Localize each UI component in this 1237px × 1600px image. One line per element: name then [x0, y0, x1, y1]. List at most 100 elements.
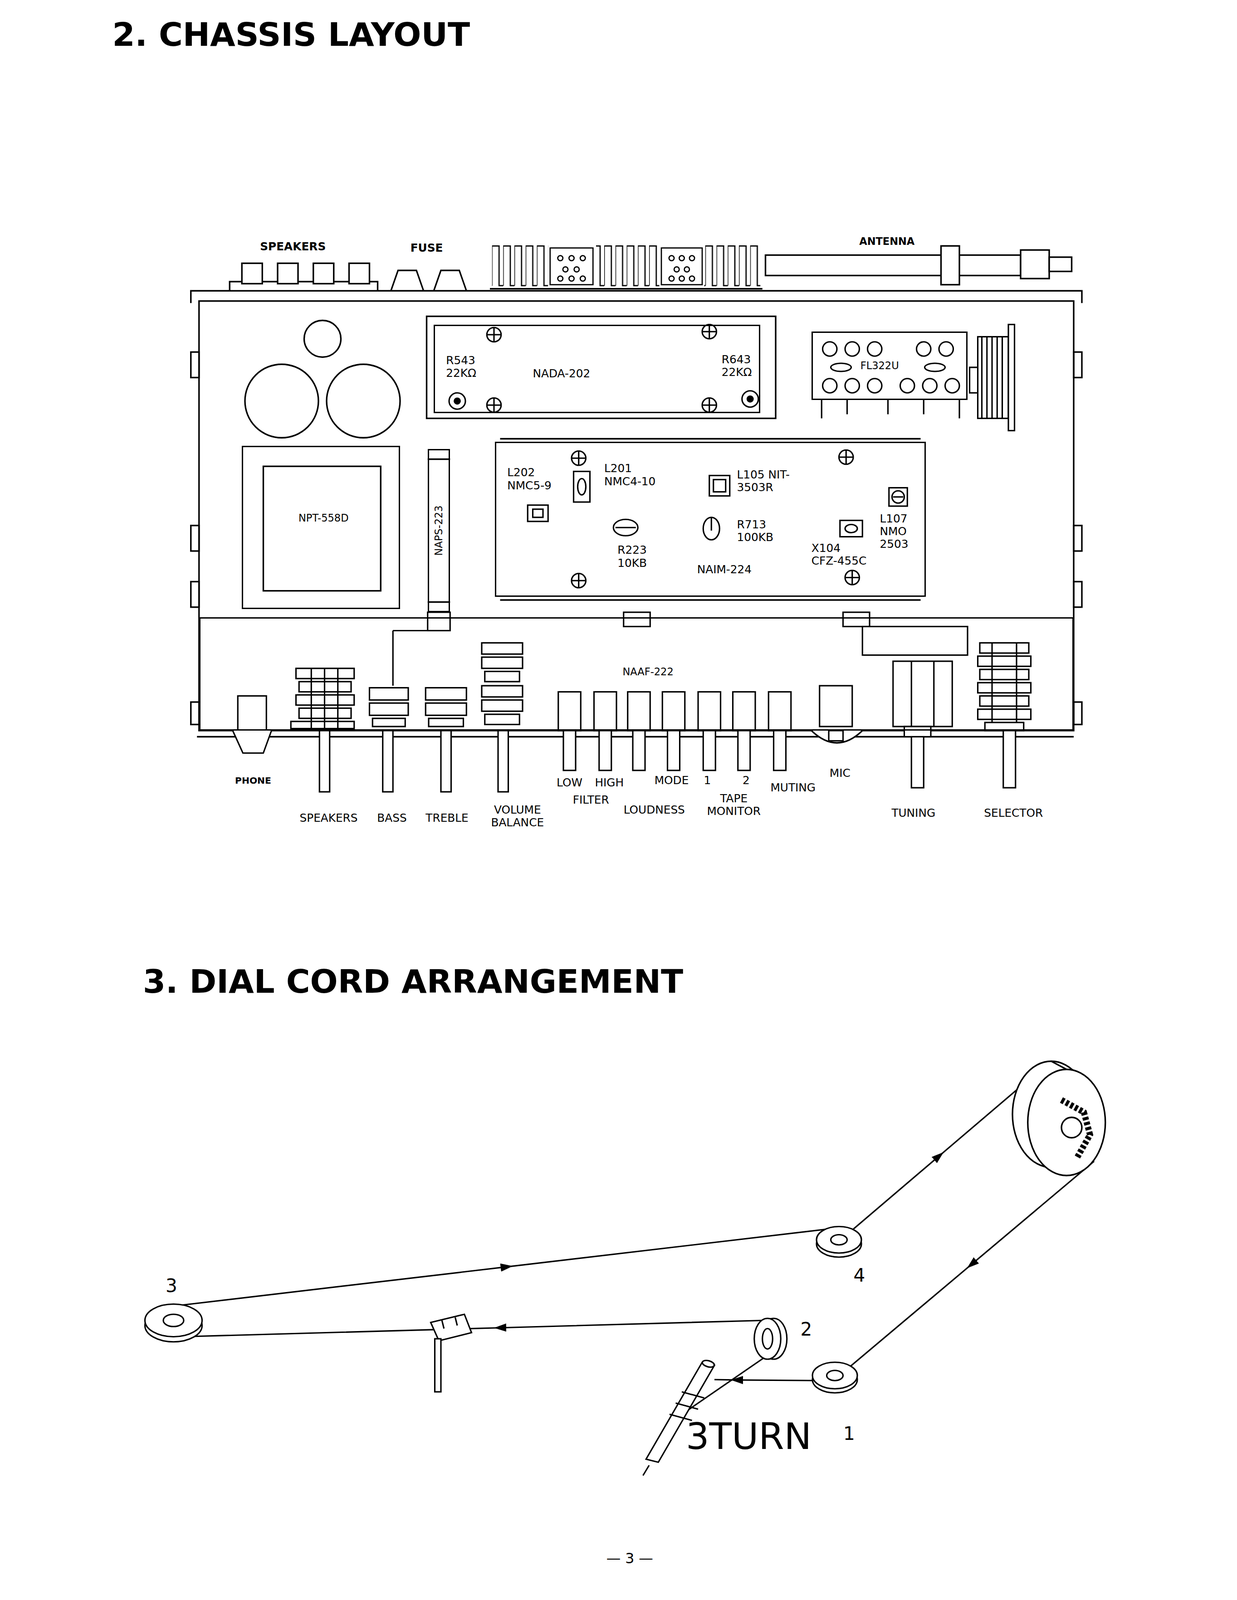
control-knob	[425, 688, 467, 701]
heat-sink	[596, 244, 660, 287]
component	[613, 519, 638, 536]
chassis-outline	[190, 525, 200, 552]
tuning-shaft	[893, 661, 953, 727]
board-frame	[426, 316, 777, 419]
control-knob	[481, 685, 523, 698]
selector-switch	[977, 709, 1032, 720]
dial-drum-pulley	[977, 337, 1009, 419]
heat-sink	[661, 248, 703, 285]
fuse-holder	[391, 270, 424, 291]
dial-drum	[1061, 1117, 1082, 1139]
ceramic-filter	[867, 378, 883, 394]
speaker-terminals	[313, 263, 334, 284]
screw	[845, 570, 860, 586]
selector-switch	[979, 643, 1029, 654]
dial-drum-pulley	[982, 337, 1003, 419]
capacitor	[304, 320, 342, 358]
board-label: R643 22KΩ	[721, 353, 754, 380]
heat-sink	[550, 248, 594, 285]
push-button	[662, 692, 685, 732]
chassis-outline	[190, 702, 200, 725]
push-button	[627, 692, 651, 732]
selector-switch	[977, 656, 1032, 667]
screw	[486, 398, 502, 413]
capacitor	[244, 320, 401, 439]
dial-cord	[181, 1080, 1095, 1424]
control-knob	[290, 721, 355, 729]
tuning-shaft	[911, 661, 934, 727]
control-knob	[425, 703, 467, 716]
dial-drum-pulley	[1008, 324, 1015, 431]
title-text: 2. CHASSIS LAYOUT	[112, 15, 471, 54]
board-label: NAAF-222	[622, 666, 674, 679]
connector	[427, 612, 451, 631]
part-label: MUTING	[770, 781, 816, 795]
ceramic-filter	[845, 378, 860, 394]
part-label: PHONE	[234, 775, 272, 787]
component	[710, 517, 713, 531]
chassis-outline	[199, 301, 1074, 731]
board-label: NAIM-224	[697, 563, 752, 577]
selector-switch	[979, 669, 1029, 680]
tuning-shaft	[643, 1465, 650, 1477]
dial-pulley	[762, 1329, 773, 1350]
ceramic-filter	[916, 342, 932, 357]
push-button	[768, 692, 792, 732]
callout-number: 4	[853, 1265, 866, 1287]
heat-sink	[568, 255, 574, 261]
component	[845, 524, 858, 533]
push-button	[563, 730, 576, 771]
antenna-terminal	[765, 255, 1022, 276]
part-label: TUNING	[891, 806, 936, 820]
part-label: LOW	[556, 776, 583, 790]
control-knob	[440, 730, 452, 793]
control-knob	[319, 730, 330, 793]
screw	[571, 451, 587, 466]
heat-sink	[492, 244, 549, 287]
heat-sink	[580, 276, 586, 282]
part-label: BASS	[376, 811, 407, 825]
connector	[392, 612, 968, 686]
dial-cord	[849, 1161, 1095, 1369]
selector-switch	[1003, 730, 1016, 788]
ceramic-filter	[922, 378, 938, 394]
tuning-shaft	[911, 737, 924, 789]
chassis-outline	[1073, 525, 1082, 552]
ceramic-filter	[831, 363, 852, 372]
dial-pointer	[441, 1317, 458, 1330]
chassis-outline	[190, 352, 200, 378]
selector-switch	[992, 643, 1017, 724]
screw	[702, 398, 717, 413]
dial-pulley	[163, 1314, 184, 1327]
dial-cord	[181, 1228, 832, 1306]
circuit-board: NAAF-222	[199, 617, 1074, 731]
board-label: R223 10KB	[617, 543, 649, 570]
control-knob	[481, 643, 523, 655]
antenna-terminal	[1049, 257, 1072, 272]
dial-pulley	[145, 1304, 203, 1338]
trimmer-resistor	[449, 391, 759, 410]
board-frame	[427, 459, 451, 603]
board-label: L202 NMC5-9	[507, 466, 553, 493]
control-knob	[369, 703, 409, 716]
transformer-core	[263, 466, 382, 592]
part-label: LOUDNESS	[623, 803, 685, 817]
heat-sink	[562, 266, 568, 272]
board-label: FL322U	[860, 360, 900, 372]
component	[840, 520, 863, 538]
board-label: R543 22KΩ	[445, 354, 478, 381]
speaker-terminals	[241, 263, 263, 284]
push-button	[698, 692, 721, 732]
heat-sink	[557, 255, 563, 261]
connector	[392, 630, 428, 687]
selector-switch	[977, 682, 1032, 694]
dial-drum	[1027, 1069, 1106, 1176]
connector	[843, 612, 871, 627]
heat-sink	[580, 255, 586, 261]
push-button	[667, 730, 680, 771]
push-button	[773, 730, 787, 771]
part-label: TREBLE	[425, 811, 469, 825]
transformer: NPT-558D	[241, 445, 401, 610]
